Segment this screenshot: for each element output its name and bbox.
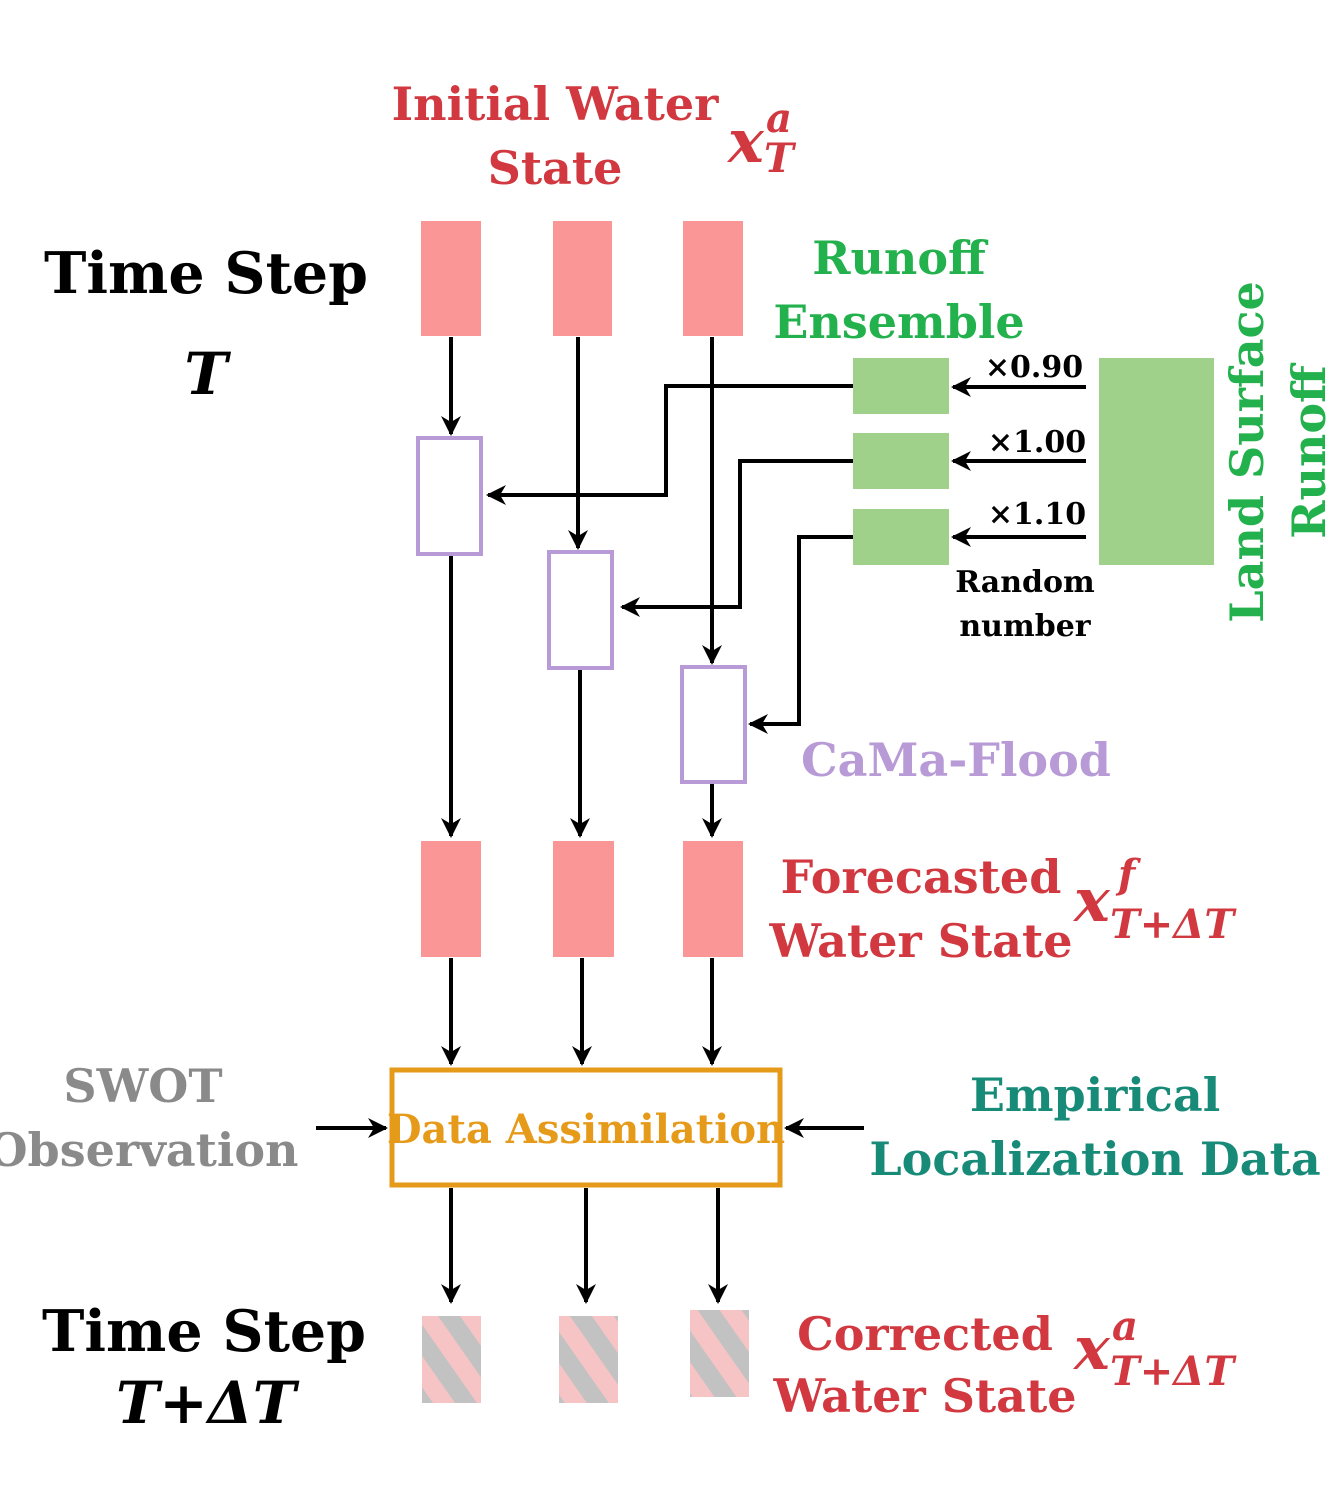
corrected-state-box-3 <box>690 1310 749 1397</box>
swot-label-line1: SWOT <box>63 1059 222 1113</box>
multiplier-label-3: ×1.10 <box>988 497 1086 532</box>
initial-state-box-1 <box>421 221 481 336</box>
random-number-label-line2: number <box>959 609 1091 644</box>
runoff-ensemble-box-2 <box>853 433 949 489</box>
runoff-ensemble-label-line1: Runoff <box>812 231 989 285</box>
runoff-ensemble-box-3 <box>853 509 949 565</box>
corrected-state-symbol: x a T+ΔT <box>1072 1303 1237 1395</box>
initial-state-box-3 <box>683 221 743 336</box>
corrected-state-box-1 <box>422 1316 481 1403</box>
corrected-state-box-2 <box>559 1316 618 1403</box>
cama-flood-box-1 <box>416 436 483 556</box>
swot-label-line2: Observation <box>0 1123 299 1177</box>
runoff-ensemble-box-1 <box>853 358 949 414</box>
connectors <box>316 337 1086 1304</box>
cama-flood-box-3 <box>680 665 747 784</box>
random-number-label-line1: Random <box>955 565 1095 600</box>
forecast-state-box-1 <box>421 841 481 957</box>
cama-flood-boxes <box>416 436 747 784</box>
initial-state-box-2 <box>553 221 612 336</box>
data-assimilation-box <box>389 1067 783 1188</box>
initial-state-members <box>421 221 743 336</box>
time-step-top-variable: T <box>184 340 231 408</box>
land-surface-runoff-label-line2: Runoff <box>1282 362 1336 539</box>
corrected-state-label-line2: Water State <box>772 1369 1076 1423</box>
initial-state-label-line1: Initial Water <box>392 77 719 131</box>
data-assimilation-label: Data Assimilation <box>387 1106 785 1153</box>
corrected-state-label-line1: Corrected <box>797 1307 1053 1361</box>
time-step-bottom-label: Time Step <box>42 1298 366 1365</box>
forecast-state-box-3 <box>683 841 743 957</box>
forecast-state-label-line2: Water State <box>768 914 1072 968</box>
empirical-label-line2: Localization Data <box>869 1132 1320 1186</box>
forecast-state-members <box>421 841 743 957</box>
forecast-state-label-line1: Forecasted <box>781 850 1062 904</box>
forecast-state-box-2 <box>553 841 614 957</box>
land-surface-runoff-label-line1: Land Surface <box>1220 281 1274 623</box>
time-step-top-label: Time Step <box>44 240 368 307</box>
runoff-ensemble-members <box>853 358 949 565</box>
initial-state-symbol: x a T <box>726 95 798 182</box>
arrow-runoff1-to-cama1 <box>486 384 853 505</box>
cama-flood-label: CaMa-Flood <box>801 733 1111 787</box>
arrow-runoff3-to-cama3 <box>748 535 853 734</box>
runoff-ensemble-label-line2: Ensemble <box>773 295 1024 349</box>
arrow-runoff2-to-cama2 <box>620 459 853 617</box>
multiplier-label-1: ×0.90 <box>985 350 1083 385</box>
time-step-bottom-variable: T+ΔT <box>116 1369 300 1437</box>
initial-state-label-line2: State <box>488 141 623 195</box>
land-surface-runoff-box <box>1099 358 1214 565</box>
labels: Time Step T Initial Water State x a T Ru… <box>0 77 1336 1437</box>
forecast-state-symbol: x f T+ΔT <box>1072 851 1237 948</box>
empirical-label-line1: Empirical <box>970 1068 1220 1122</box>
multiplier-label-2: ×1.00 <box>988 425 1086 460</box>
corrected-state-members <box>422 1310 749 1403</box>
cama-flood-box-2 <box>547 550 614 670</box>
